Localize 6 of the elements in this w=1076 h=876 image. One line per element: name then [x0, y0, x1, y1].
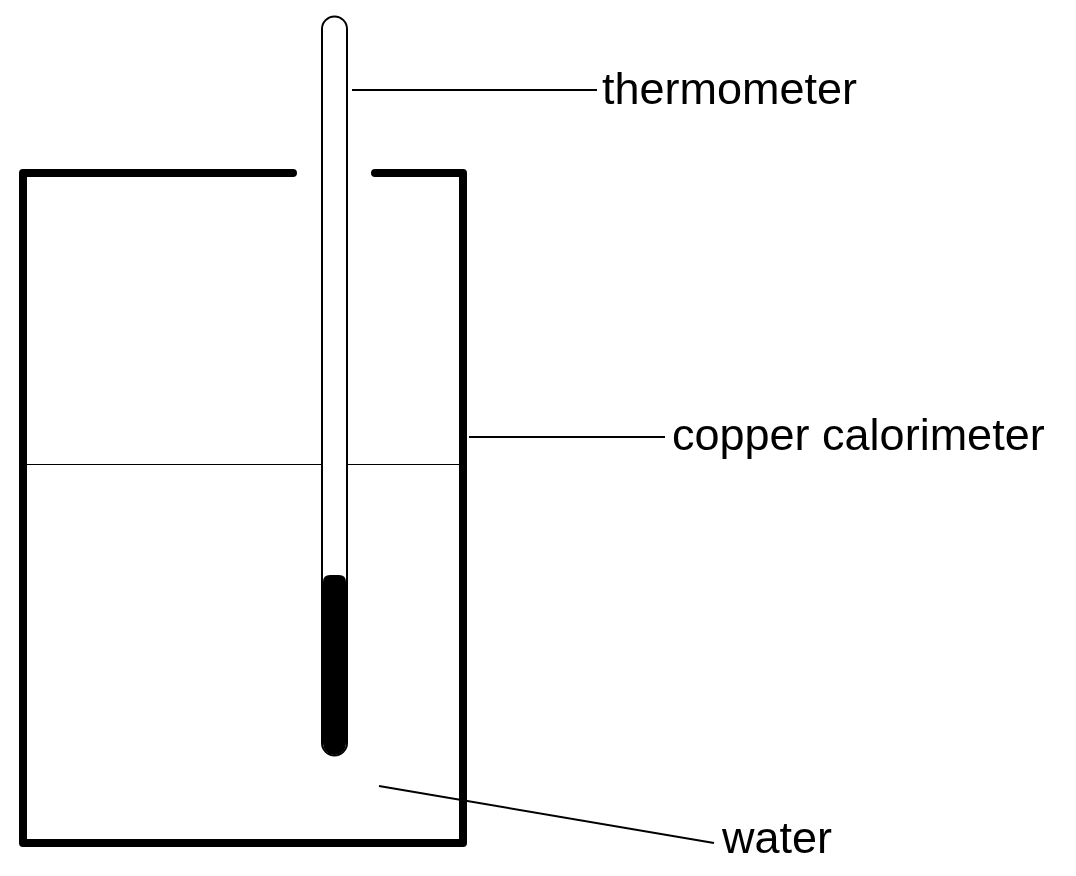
leader-line	[351, 89, 598, 91]
leader-line	[468, 436, 666, 438]
leader-line	[378, 785, 715, 844]
part-label: copper calorimeter	[672, 409, 1045, 461]
part-label: thermometer	[602, 63, 858, 115]
part-label: water	[722, 812, 833, 864]
